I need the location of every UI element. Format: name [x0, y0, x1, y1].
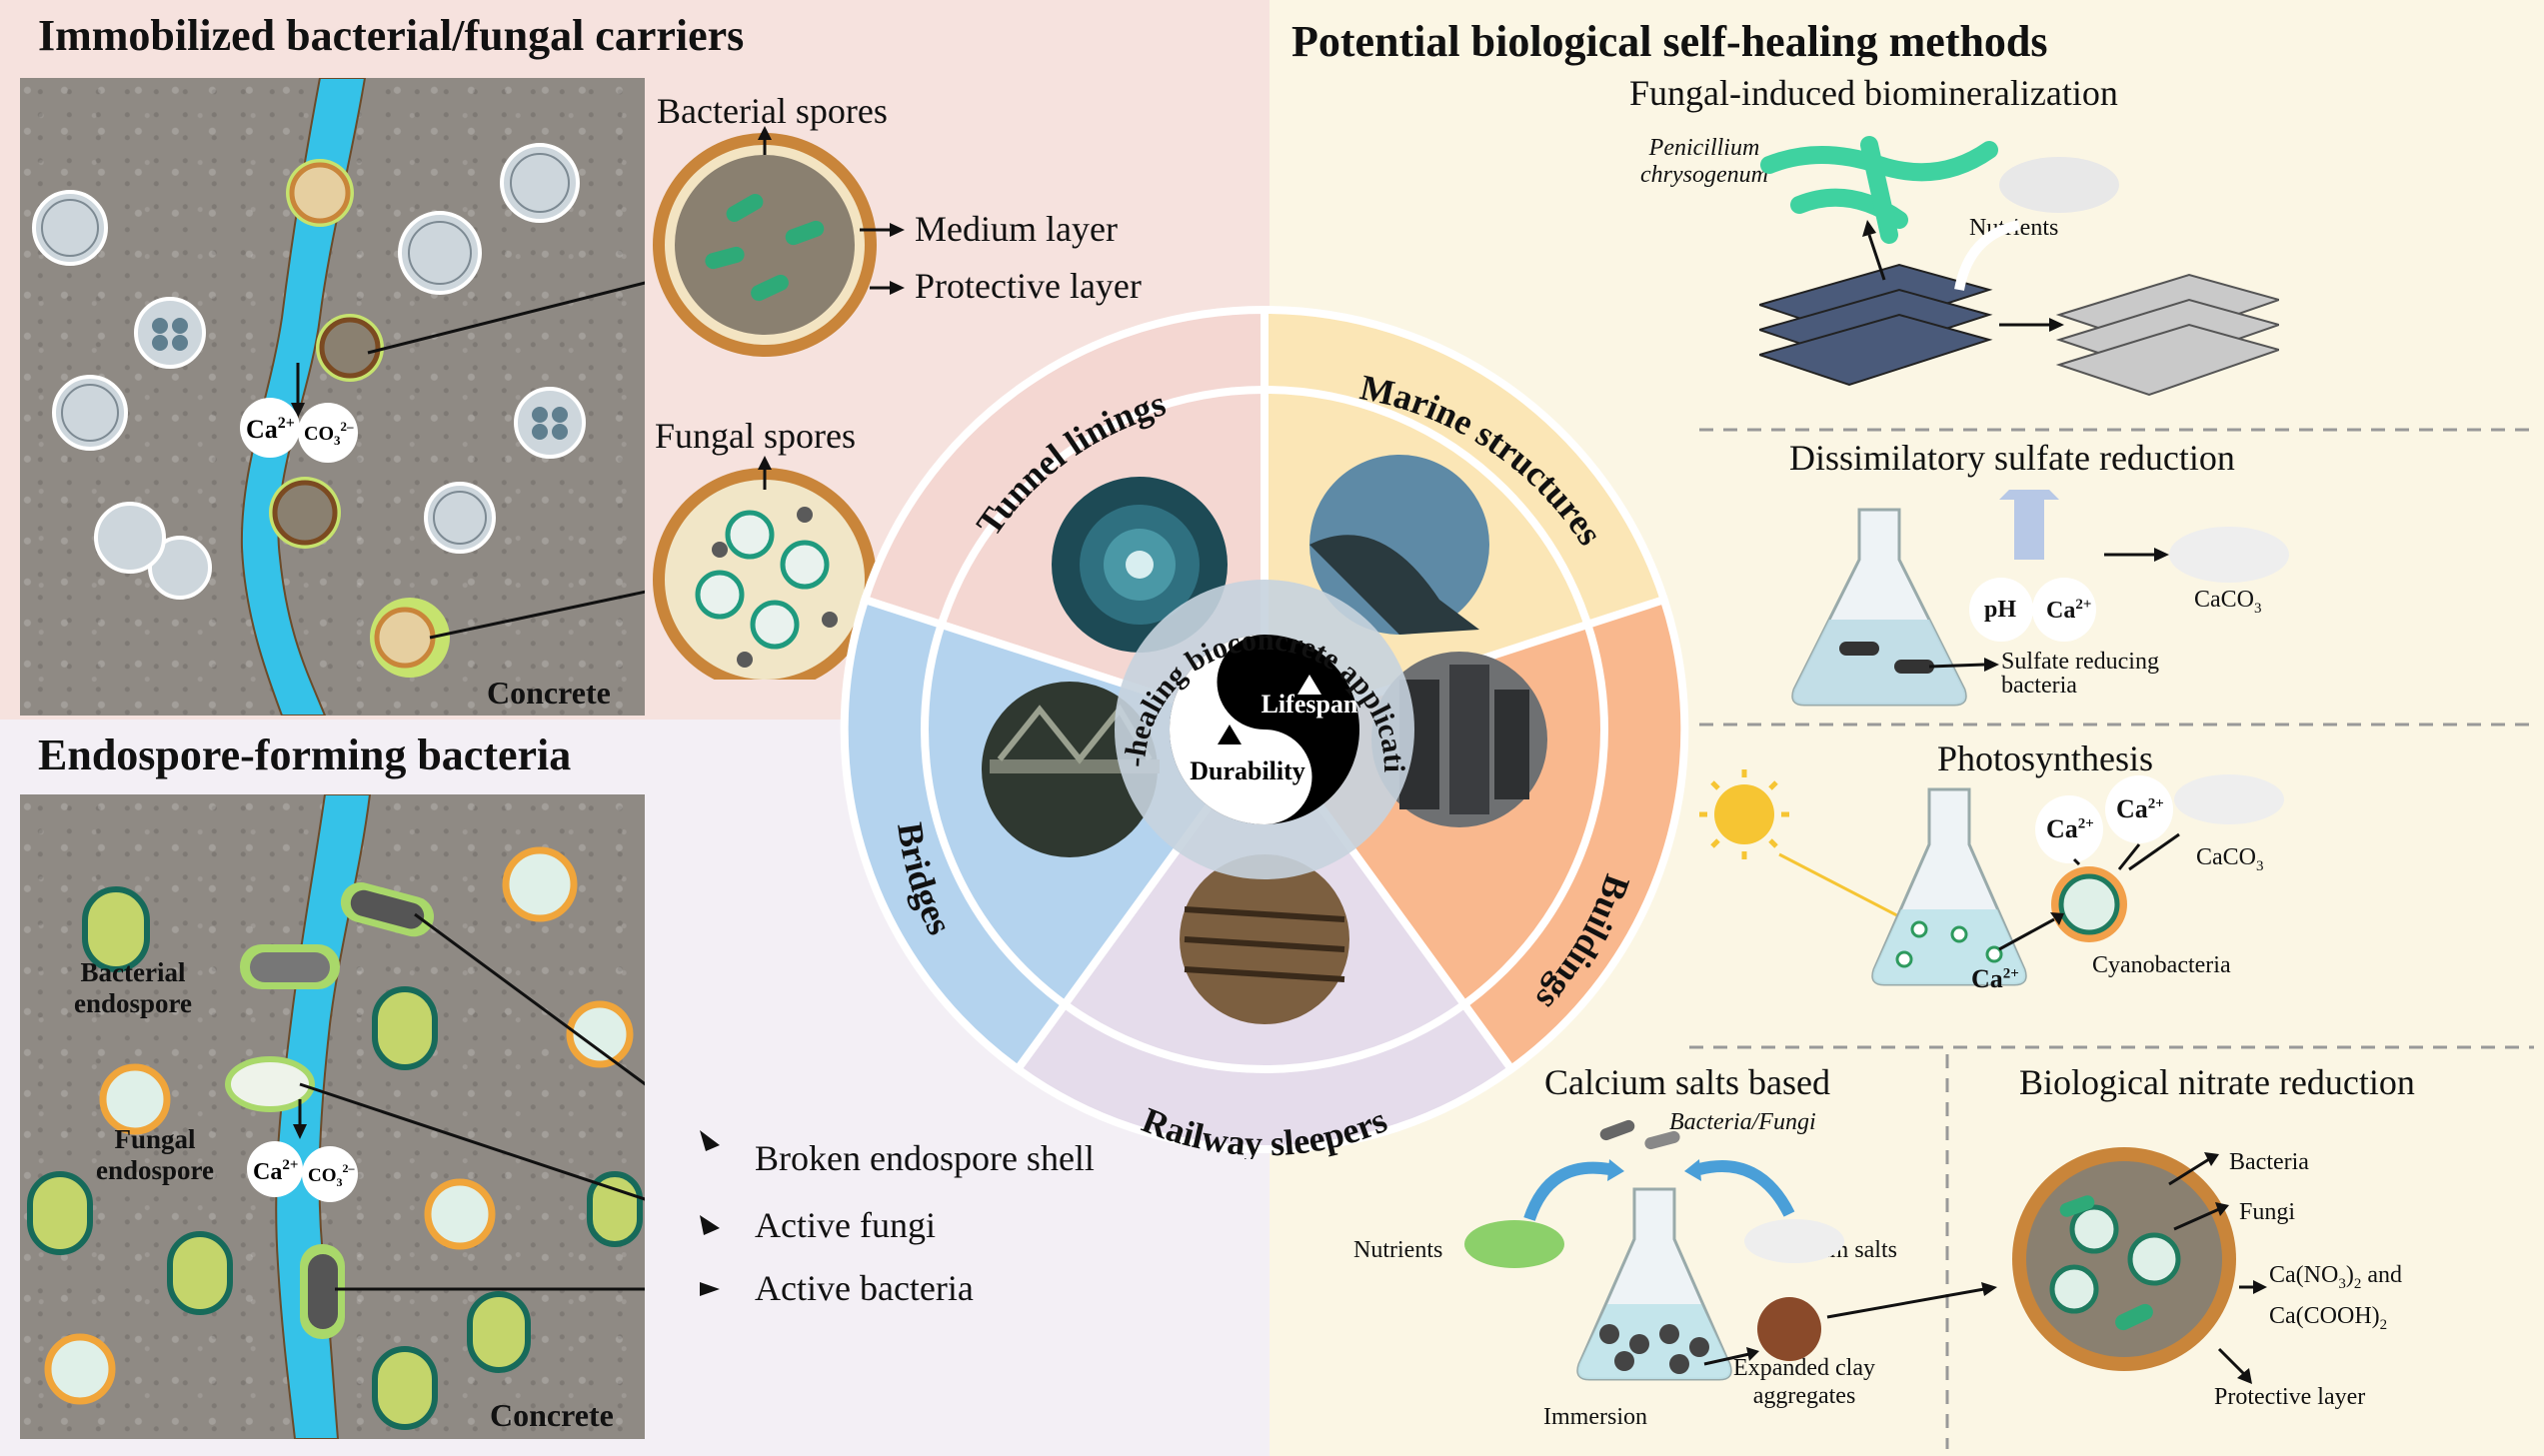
clay-aggregate [1757, 1297, 1821, 1361]
heading-endospore: Endospore-forming bacteria [38, 730, 572, 779]
bacterial-endospores [27, 886, 643, 1430]
ph-label: pH [1984, 597, 2017, 623]
bacterial-spores-label: Bacterial spores [657, 91, 888, 131]
protective-layer-label: Protective layer [915, 266, 1142, 306]
nitrate-protective-layer-label: Protective layer [2214, 1384, 2366, 1410]
fungal-endospores [44, 846, 634, 1405]
nitrate-fungi-label: Fungi [2239, 1199, 2296, 1225]
calcium-illustration [1464, 1119, 1997, 1381]
ca-ion [240, 398, 300, 458]
calcium-title: Calcium salts based [1544, 1062, 1830, 1102]
heading-potential-methods: Potential biological self-healing method… [1291, 17, 2048, 66]
co3-ion [298, 403, 358, 463]
ca-label-photo-3: Ca2+ [1971, 964, 2019, 993]
fungal-mats [1759, 263, 1993, 387]
fungal-title: Fungal-induced biomineralization [1629, 73, 2118, 113]
concrete-label-top: Concrete [487, 675, 611, 711]
sulfate-illustration [1791, 490, 2289, 707]
active-bacteria-label: Active bacteria [755, 1268, 974, 1308]
carriers-in-crack [269, 159, 450, 678]
label-durability: Durability [1190, 756, 1305, 785]
nitrate-products-label: Ca(NO3)2 and Ca(COOH)2 [2269, 1262, 2402, 1333]
application-photos [982, 455, 1547, 1024]
cyanobacteria-label: Cyanobacteria [2092, 952, 2231, 978]
nutrients-pile [1999, 157, 2119, 213]
sun-icon [1714, 784, 1774, 844]
bacteria-fungi-label: Bacteria/Fungi [1669, 1109, 1816, 1135]
medium-layer-label: Medium layer [915, 209, 1118, 249]
method-dividers [1689, 428, 2534, 1449]
photosynthesis-illustration [1699, 769, 2284, 986]
fungal-hyphae [1760, 136, 1998, 244]
label-lifespan: Lifespan [1262, 690, 1358, 719]
endospore-crack-illustration: Ca2+ CO32– [27, 794, 645, 1439]
carrier-crack-illustration: Ca2+ CO32– [32, 78, 645, 716]
ca-label-photo-1: Ca2+ [2046, 814, 2094, 843]
svg-text:CO32–: CO32– [308, 1161, 356, 1189]
broken-shell-label: Broken endospore shell [755, 1138, 1095, 1178]
immersion-label: Immersion [1543, 1404, 1647, 1430]
active-fungi-label: Active fungi [755, 1205, 936, 1245]
nitrate-title: Biological nitrate reduction [2019, 1062, 2415, 1102]
svg-text:Ca2+: Ca2+ [253, 1157, 298, 1185]
mineralized-mats [2055, 273, 2279, 397]
fungal-spores-label: Fungal spores [655, 416, 856, 456]
concrete-label-bottom: Concrete [490, 1397, 614, 1433]
nitrate-arrows [2168, 1152, 2267, 1384]
crack [240, 78, 367, 716]
svg-text:Ca2+: Ca2+ [246, 415, 295, 444]
applications-wheel: Tunnel linings Marine structures Buildin… [840, 300, 1689, 1159]
nutrients-label-calcium: Nutrients [1353, 1237, 1443, 1263]
photosynthesis-title: Photosynthesis [1937, 738, 2154, 778]
fungal-illustration [1759, 136, 2279, 397]
upward-arrow [1999, 490, 2059, 560]
caco3-label-sulfate: CaCO3 [2194, 587, 2262, 617]
svg-text:CO32–: CO32– [304, 419, 354, 448]
immobilized-capsules [32, 143, 586, 600]
endospore-arrowheads [700, 1130, 720, 1296]
nutrients-pile [1464, 1220, 1564, 1268]
carrier-details [653, 126, 905, 680]
calcium-salts-pile [1744, 1219, 1844, 1263]
ca-label-photo-2: Ca2+ [2116, 794, 2164, 823]
sulfate-title: Dissimilatory sulfate reduction [1789, 438, 2235, 478]
nitrate-bacteria-label: Bacteria [2229, 1149, 2309, 1175]
nitrate-carrier [2012, 1147, 2236, 1371]
caco3-label-photo: CaCO3 [2196, 844, 2264, 874]
ca-label-sulfate: Ca2+ [2046, 597, 2092, 624]
heading-immobilized: Immobilized bacterial/fungal carriers [38, 11, 745, 60]
